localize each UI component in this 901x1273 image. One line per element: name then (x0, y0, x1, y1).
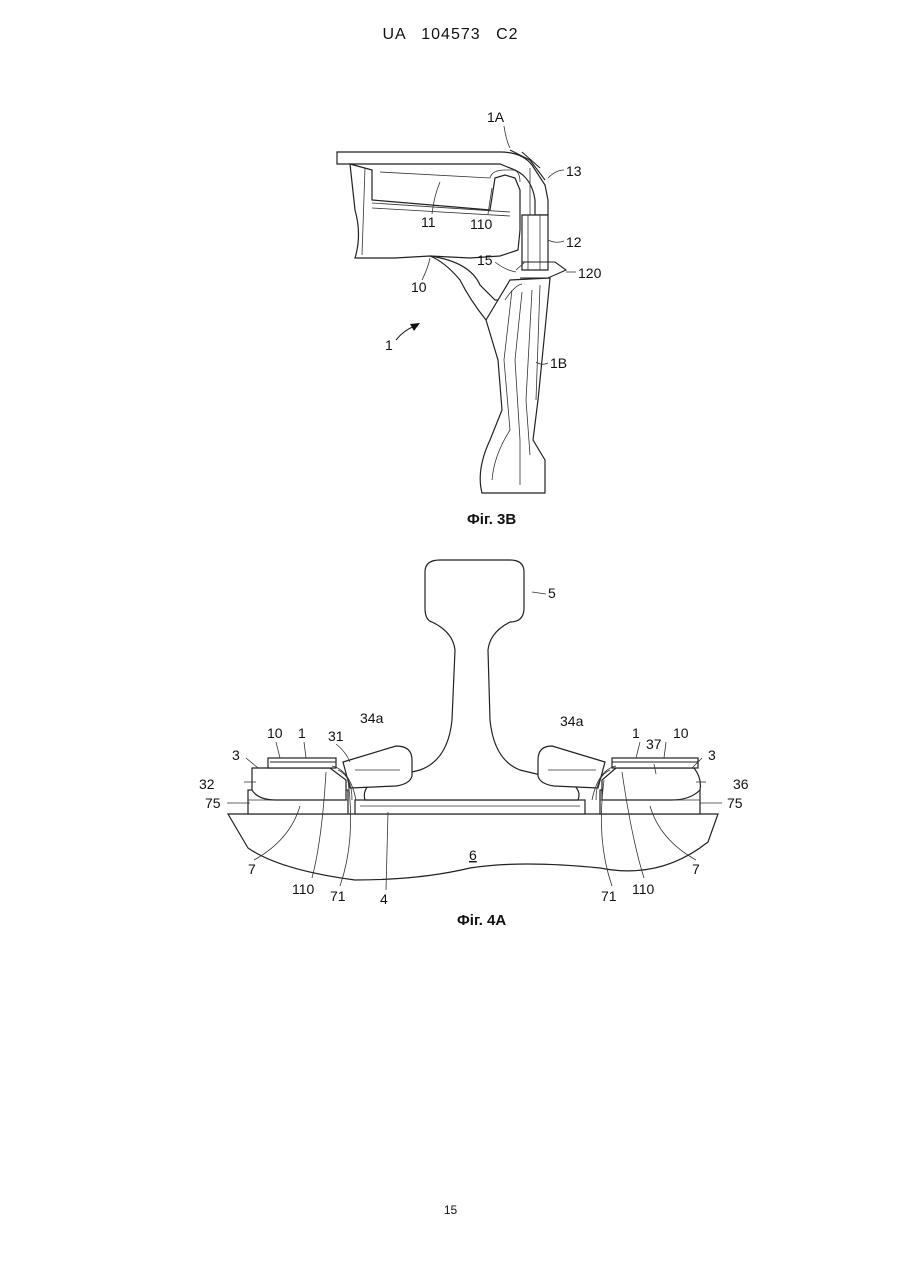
label-12: 12 (566, 234, 582, 250)
label-34a-right: 34a (560, 713, 584, 729)
label-71-right: 71 (601, 888, 617, 904)
label-31: 31 (328, 728, 344, 744)
label-1-right: 1 (632, 725, 640, 741)
label-6: 6 (469, 847, 477, 863)
label-7-right: 7 (692, 861, 700, 877)
label-7-left: 7 (248, 861, 256, 877)
label-3-left: 3 (232, 747, 240, 763)
label-1a: 1A (487, 109, 505, 125)
caption-fig-3b: Фіг. 3В (467, 511, 516, 528)
label-10-right: 10 (673, 725, 689, 741)
label-71-left: 71 (330, 888, 346, 904)
label-1-left: 1 (298, 725, 306, 741)
caption-fig-4a: Фіг. 4А (457, 912, 506, 929)
label-10-left: 10 (267, 725, 283, 741)
label-5: 5 (548, 585, 556, 601)
label-1: 1 (385, 337, 393, 353)
label-75-left: 75 (205, 795, 221, 811)
label-13: 13 (566, 163, 582, 179)
label-36: 36 (733, 776, 749, 792)
label-110-left: 110 (292, 881, 315, 897)
label-75-right: 75 (727, 795, 743, 811)
figure-3b-drawing (337, 126, 576, 493)
page-number: 15 (0, 1203, 901, 1217)
label-32: 32 (199, 776, 215, 792)
label-120: 120 (578, 265, 602, 281)
label-4: 4 (380, 891, 388, 907)
label-110: 110 (470, 216, 493, 232)
label-110-right: 110 (632, 881, 655, 897)
label-3-right: 3 (708, 747, 716, 763)
label-15: 15 (477, 252, 493, 268)
label-1b: 1B (550, 355, 567, 371)
label-11: 11 (421, 214, 436, 230)
label-10: 10 (411, 279, 427, 295)
label-37: 37 (646, 736, 662, 752)
label-34a-left: 34a (360, 710, 384, 726)
